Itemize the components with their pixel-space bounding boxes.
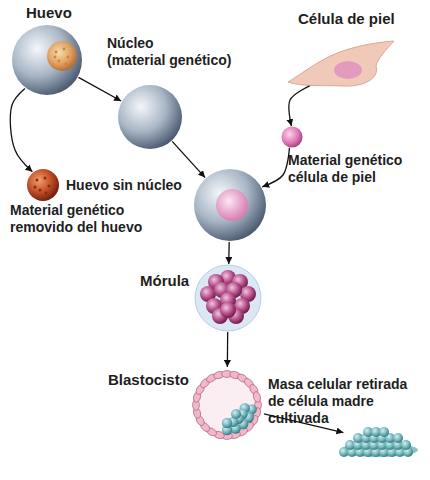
chromatin-dot <box>55 51 58 54</box>
cell-label: Blastocisto <box>108 371 189 389</box>
transferred-nucleus <box>216 189 248 221</box>
cell-node: Masa celular retirada de célula madre cu… <box>338 424 420 458</box>
chromatin-dot <box>36 179 39 182</box>
process-arrow <box>262 148 289 187</box>
cell-label: Célula de piel <box>298 10 395 28</box>
cultured-stem-cell <box>393 433 403 443</box>
inner-cell-mass <box>231 409 241 419</box>
cultured-stem-cell <box>379 427 389 437</box>
chromatin-dot <box>58 60 61 63</box>
skin-cell-body <box>288 41 394 86</box>
cell-illustration <box>338 424 420 458</box>
process-arrow <box>10 88 32 171</box>
cell-node: Célula de piel <box>284 38 396 90</box>
skin-nucleus <box>282 127 303 148</box>
cell-illustration <box>281 126 303 148</box>
cell-illustration <box>194 264 262 332</box>
cell-label: Huevo sin núcleo <box>66 177 182 194</box>
process-arrow <box>227 332 229 367</box>
cell-label: Núcleo <box>107 35 154 52</box>
cell-node: Blastocisto <box>189 367 265 443</box>
blastocoel <box>193 371 261 439</box>
chromatin-dot <box>48 185 51 188</box>
egg-nucleus <box>47 41 77 71</box>
process-arrow <box>78 77 121 101</box>
cell-label: Material genético célula de piel <box>288 152 428 186</box>
chromatin-dot <box>63 48 66 51</box>
cell-label: Mórula <box>140 272 189 290</box>
cell-illustration <box>46 40 78 72</box>
egg-cell <box>118 85 182 149</box>
cultured-stem-cell <box>401 440 411 450</box>
cell-node: Material genético removido del huevo <box>26 168 60 202</box>
egg-cell <box>194 169 266 241</box>
morula-cell <box>220 302 236 318</box>
cell-label: (material genético) <box>107 52 231 69</box>
cell-label: Material genético removido del huevo <box>10 202 150 236</box>
trophoblast-cell <box>252 391 261 403</box>
zona-pellucida <box>195 265 261 331</box>
chromatin-dot <box>45 192 48 195</box>
chromatin-dot <box>44 177 47 180</box>
process-arrow <box>172 141 205 177</box>
chromatin-dot <box>39 189 42 192</box>
cell-node: Mórula <box>194 264 262 332</box>
chromatin-dot <box>65 63 68 66</box>
cell-node: Huevo sin núcleo <box>117 84 183 150</box>
cell-illustration <box>189 367 265 443</box>
egg-cell <box>12 25 82 95</box>
skin-cell-nucleus <box>334 61 362 79</box>
chromatin-dot <box>54 56 57 59</box>
cell-node <box>193 168 267 242</box>
inner-cell-mass <box>222 418 232 428</box>
cell-illustration <box>117 84 183 150</box>
cell-node: HuevoNúcleo(material genético) <box>11 24 83 96</box>
process-arrow <box>289 86 310 126</box>
cell-illustration <box>26 168 60 202</box>
chromatin-dot <box>67 56 70 59</box>
cell-label: Huevo <box>26 4 72 22</box>
connector-group <box>10 77 343 432</box>
cell-node: Material genético célula de piel <box>281 126 303 148</box>
chromatin-dot <box>34 186 37 189</box>
process-arrow <box>264 414 343 433</box>
cell-label: Masa celular retirada de célula madre cu… <box>268 376 418 426</box>
cell-illustration <box>193 168 267 242</box>
removed-nucleus <box>27 169 59 201</box>
cell-node: Núcleo(material genético) <box>46 40 78 72</box>
process-arrow <box>228 242 230 264</box>
cell-illustration <box>284 38 396 90</box>
